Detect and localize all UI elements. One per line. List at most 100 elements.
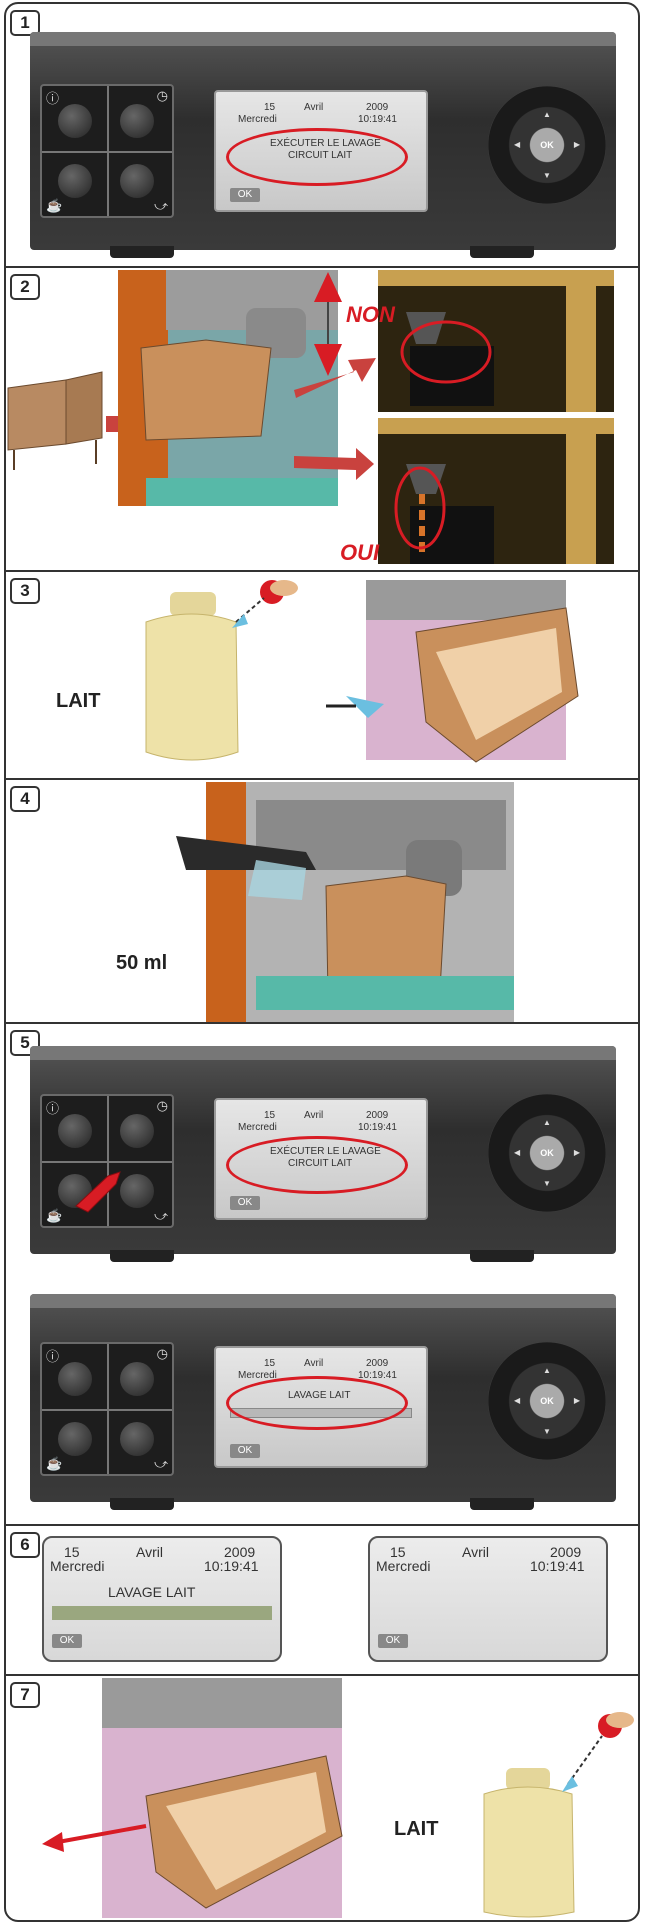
- ok-label: OK: [378, 1634, 408, 1648]
- milk-label: LAIT: [56, 690, 101, 712]
- left-arrow-icon: ◀: [514, 1396, 521, 1405]
- weekday: Mercredi: [50, 1558, 105, 1574]
- month: Avril: [304, 1358, 324, 1369]
- rinse-icon: ⤻: [154, 198, 168, 213]
- up-arrow-icon: ▲: [543, 110, 551, 119]
- step-number: 2: [10, 274, 40, 300]
- step-number: 7: [10, 1682, 40, 1708]
- rinse-icon: ⤻: [154, 1456, 168, 1471]
- info-icon: ⓘ: [46, 1349, 60, 1364]
- day: 15: [264, 1110, 276, 1121]
- step-number: 1: [10, 10, 40, 36]
- navigation-dpad[interactable]: OK ▲ ▼ ◀ ▶: [488, 1094, 606, 1212]
- clock-button[interactable]: [120, 104, 154, 138]
- machine-control-panel-a: ⓘ ◷ ☕ ⤻ 15 Avril 2009 Mercredi 10:19:41 …: [30, 1046, 616, 1262]
- keypad: ⓘ ◷ ☕ ⤻: [40, 84, 174, 218]
- weekday: Mercredi: [238, 1370, 277, 1381]
- step-3: 3 LAIT: [6, 572, 638, 778]
- info-button[interactable]: [58, 1114, 92, 1148]
- right-arrow-icon: ▶: [573, 1148, 580, 1157]
- step-7: 7 LAIT: [6, 1676, 638, 1920]
- info-button[interactable]: [58, 1362, 92, 1396]
- machine-control-panel: ⓘ ◷ ☕ ⤻ 15 Avril 2009 Mercredi 10:19:41 …: [30, 32, 616, 258]
- hand-cap-image: [232, 580, 298, 628]
- time: 10:19:41: [530, 1558, 585, 1574]
- right-arrow-icon: ▶: [573, 140, 580, 149]
- step-number: 3: [10, 578, 40, 604]
- hand-cap-image: [562, 1712, 634, 1792]
- rinse-button[interactable]: [120, 1174, 154, 1208]
- year: 2009: [550, 1544, 582, 1560]
- highlight-ellipse: [226, 128, 408, 186]
- month: Avril: [304, 102, 324, 113]
- info-icon: ⓘ: [46, 91, 60, 106]
- ok-button[interactable]: OK: [540, 140, 554, 150]
- milk-label: LAIT: [394, 1818, 439, 1840]
- year: 2009: [224, 1544, 256, 1560]
- hand-arm-image: [176, 836, 316, 870]
- milk-container-image: [326, 580, 579, 763]
- month: Avril: [462, 1544, 489, 1560]
- step-1: 1 ⓘ ◷ ☕ ⤻ 15 Avril 2009 Mercredi 10:19:4…: [6, 4, 638, 266]
- info-button[interactable]: [58, 104, 92, 138]
- keypad: ⓘ ◷ ☕ ⤻: [40, 1342, 174, 1476]
- year: 2009: [366, 1110, 389, 1121]
- milk-bottle-image: [145, 592, 239, 761]
- keypad: ⓘ ◷ ☕ ⤻: [40, 1094, 174, 1228]
- carton-flat-image: [7, 371, 103, 470]
- highlight-ellipse: [226, 1136, 408, 1194]
- up-arrow-icon: ▲: [543, 1118, 551, 1127]
- machine-control-panel-b: ⓘ ◷ ☕ ⤻ 15 Avril 2009 Mercredi 10:19:41 …: [30, 1294, 616, 1510]
- cup-icon: ☕: [46, 1208, 63, 1223]
- weekday: Mercredi: [376, 1558, 431, 1574]
- step2-illustration: [7, 270, 614, 564]
- day: 15: [264, 102, 276, 113]
- remove-arrow-head: [42, 1832, 64, 1852]
- screen-done: 15 Avril 2009 Mercredi 10:19:41 OK: [368, 1536, 608, 1662]
- step3-illustration: [145, 580, 579, 763]
- oui-label: OUI: [340, 540, 380, 565]
- milk-bottle-image: [483, 1768, 575, 1918]
- clock-icon: ◷: [156, 88, 168, 103]
- ok-button[interactable]: OK: [540, 1396, 554, 1406]
- rinse-button[interactable]: [120, 164, 154, 198]
- clock-button[interactable]: [120, 1114, 154, 1148]
- weekday: Mercredi: [238, 1122, 277, 1133]
- screen-washing: 15 Avril 2009 Mercredi 10:19:41 LAVAGE L…: [42, 1536, 282, 1662]
- step4-illustration: [176, 782, 514, 1022]
- time: 10:19:41: [358, 114, 397, 125]
- ok-label: OK: [230, 1196, 260, 1210]
- step7-illustration: [42, 1678, 634, 1918]
- ok-button[interactable]: OK: [540, 1148, 554, 1158]
- milk-button[interactable]: [58, 1422, 92, 1456]
- day: 15: [64, 1544, 80, 1560]
- milk-button[interactable]: [58, 164, 92, 198]
- milk-container-image: [102, 1678, 343, 1918]
- down-arrow-icon: ▼: [543, 171, 551, 180]
- lavage-message: LAVAGE LAIT: [108, 1584, 196, 1600]
- navigation-dpad[interactable]: OK ▲ ▼ ◀ ▶: [488, 1342, 606, 1460]
- page-frame: [4, 2, 640, 1922]
- step-4: 4 50 ml: [6, 780, 638, 1022]
- cup-icon: ☕: [46, 198, 63, 213]
- progress-bar-full: [52, 1606, 272, 1620]
- quantity-label: 50 ml: [116, 952, 168, 974]
- pointing-hand-icon: [75, 1171, 121, 1213]
- remove-arrow-line: [57, 1824, 147, 1844]
- non-label: NON: [346, 302, 395, 327]
- measuring-cup-image: [248, 860, 306, 900]
- clock-button[interactable]: [120, 1362, 154, 1396]
- rinse-button[interactable]: [120, 1422, 154, 1456]
- clock-icon: ◷: [156, 1098, 168, 1113]
- ok-label: OK: [52, 1634, 82, 1648]
- time: 10:19:41: [358, 1122, 397, 1133]
- step-2: 2: [6, 268, 638, 570]
- up-arrow-icon: ▲: [543, 1366, 551, 1375]
- year: 2009: [366, 102, 389, 113]
- cup-icon: ☕: [46, 1456, 63, 1471]
- left-arrow-icon: ◀: [514, 140, 521, 149]
- day: 15: [390, 1544, 406, 1560]
- rinse-icon: ⤻: [154, 1208, 168, 1223]
- navigation-dpad[interactable]: OK ▲ ▼ ◀ ▶: [488, 86, 606, 204]
- step-number: 4: [10, 786, 40, 812]
